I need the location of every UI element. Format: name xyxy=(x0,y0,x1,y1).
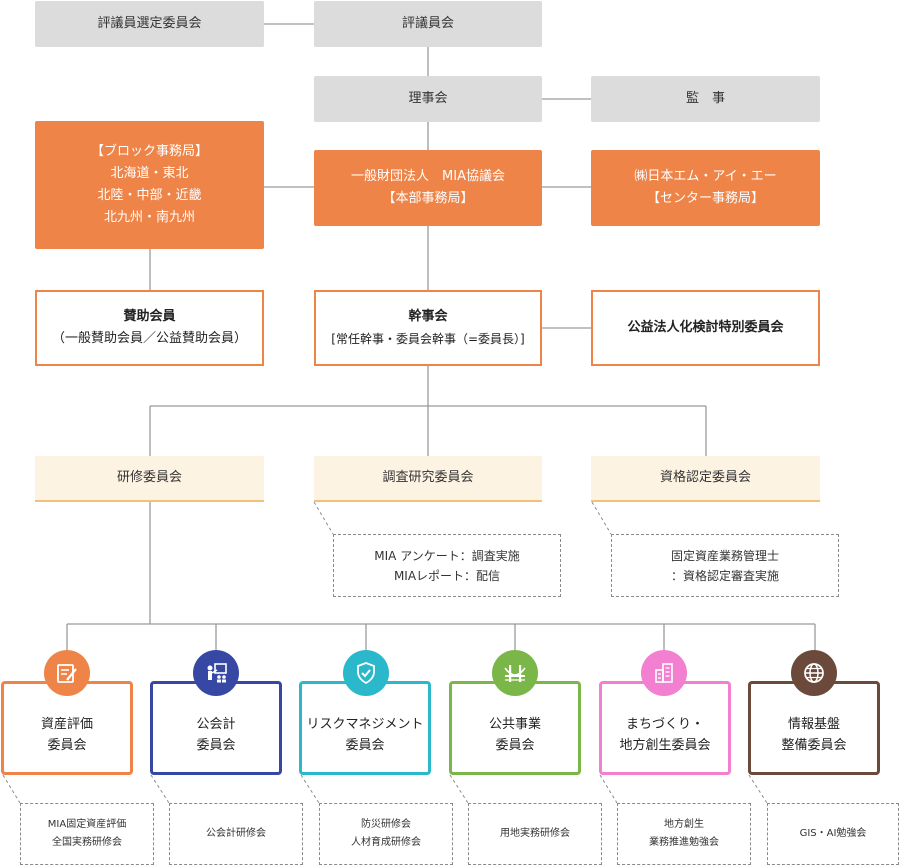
public-interest-committee-label: 公益法人化検討特別委員会 xyxy=(627,320,784,335)
block-office-line: 【ブロック事務局】 xyxy=(90,144,208,159)
asset-valuation-note-box: MIA固定資産評価 全国実務研修会 xyxy=(20,803,154,865)
research-committee-label: 調査研究委員会 xyxy=(382,470,474,485)
info-infrastructure-note-box: GIS・AI勉強会 xyxy=(767,803,899,865)
document-pen-icon xyxy=(44,650,90,696)
risk-management-committee-box: リスクマネジメント 委員会 xyxy=(299,681,431,775)
bridge-icon xyxy=(492,650,538,696)
research-committee-box: 調査研究委員会 xyxy=(314,456,542,502)
qualification-committee-box: 資格認定委員会 xyxy=(591,456,820,502)
note-line: 用地実務研修会 xyxy=(500,828,570,839)
note-line: 地方創生 xyxy=(664,819,704,830)
town-planning-note-box: 地方創生 業務推進勉強会 xyxy=(617,803,751,865)
selection-committee-box: 評議員選定委員会 xyxy=(35,1,264,47)
note-line: MIA固定資産評価 xyxy=(47,819,127,830)
training-committee-label: 研修委員会 xyxy=(116,470,182,485)
buildings-icon xyxy=(641,650,687,696)
qualification-committee-label: 資格認定委員会 xyxy=(659,470,751,485)
committee-label: 公会計 xyxy=(196,717,236,732)
public-works-note-box: 用地実務研修会 xyxy=(468,803,602,865)
note-line: 防災研修会 xyxy=(361,819,411,830)
board-label: 理事会 xyxy=(408,91,448,106)
committee-label: リスクマネジメント xyxy=(306,717,424,732)
committee-label: 資産評価 xyxy=(40,717,93,732)
public-interest-committee-box: 公益法人化検討特別委員会 xyxy=(591,290,820,366)
hq-line: 一般財団法人 MIA協議会 xyxy=(351,169,505,184)
town-planning-committee-box: まちづくり・ 地方創生委員会 xyxy=(599,681,731,775)
shield-check-icon xyxy=(343,650,389,696)
note-line: 公会計研修会 xyxy=(206,828,266,839)
committee-label: 委員会 xyxy=(47,738,87,753)
hq-box: 一般財団法人 MIA協議会 【本部事務局】 xyxy=(314,150,542,226)
center-line: 【センター事務局】 xyxy=(646,191,764,206)
qualification-note-box: 固定資産業務管理士 ：資格認定審査実施 xyxy=(611,534,839,597)
research-note-box: MIA アンケート：調査実施 MIAレポート：配信 xyxy=(333,534,561,597)
committee-label: 公共事業 xyxy=(488,717,541,732)
asset-valuation-committee-box: 資産評価 委員会 xyxy=(1,681,133,775)
note-line: 人材育成研修会 xyxy=(351,837,421,848)
note-line: 業務推進勉強会 xyxy=(649,837,719,848)
supporting-members-sub: （一般賛助会員／公益賛助会員） xyxy=(51,331,247,346)
block-office-line: 北陸・中部・近畿 xyxy=(97,188,202,203)
committee-label: 情報基盤 xyxy=(787,717,840,732)
risk-management-note-box: 防災研修会 人材育成研修会 xyxy=(319,803,453,865)
supporting-members-title: 賛助会員 xyxy=(123,309,176,324)
center-box: ㈱日本エム・アイ・エー 【センター事務局】 xyxy=(591,150,820,226)
research-note-line: MIA アンケート：調査実施 xyxy=(374,548,520,563)
committee-label: 地方創生委員会 xyxy=(619,738,711,753)
presentation-icon xyxy=(193,650,239,696)
info-infrastructure-committee-box: 情報基盤 整備委員会 xyxy=(748,681,880,775)
supporting-members-box: 賛助会員 （一般賛助会員／公益賛助会員） xyxy=(35,290,264,366)
block-office-line: 北九州・南九州 xyxy=(103,210,195,225)
board-box: 理事会 xyxy=(314,76,542,122)
council-box: 評議員会 xyxy=(314,1,542,47)
hq-line: 【本部事務局】 xyxy=(382,191,474,206)
training-committee-box: 研修委員会 xyxy=(35,456,264,502)
public-accounting-note-box: 公会計研修会 xyxy=(169,803,303,865)
committee-label: 整備委員会 xyxy=(781,738,847,753)
committee-label: まちづくり・ xyxy=(625,717,704,732)
auditor-box: 監 事 xyxy=(591,76,820,122)
secretariat-title: 幹事会 xyxy=(408,309,448,324)
council-label: 評議員会 xyxy=(401,16,454,31)
globe-icon xyxy=(791,650,837,696)
center-line: ㈱日本エム・アイ・エー xyxy=(634,169,777,184)
selection-committee-label: 評議員選定委員会 xyxy=(97,16,202,31)
research-note-line: MIAレポート：配信 xyxy=(393,568,501,583)
secretariat-sub: [常任幹事・委員会幹事（=委員長）] xyxy=(331,332,525,346)
block-office-box: 【ブロック事務局】 北海道・東北 北陸・中部・近畿 北九州・南九州 xyxy=(35,121,264,249)
committee-label: 委員会 xyxy=(495,738,535,753)
auditor-label: 監 事 xyxy=(685,91,725,106)
note-line: 全国実務研修会 xyxy=(52,837,122,848)
note-line: GIS・AI勉強会 xyxy=(799,828,867,839)
secretariat-box: 幹事会 [常任幹事・委員会幹事（=委員長）] xyxy=(314,290,542,366)
committee-label: 委員会 xyxy=(196,738,236,753)
qualification-note-line: 固定資産業務管理士 xyxy=(670,548,779,563)
qualification-note-line: ：資格認定審査実施 xyxy=(670,568,779,583)
committee-label: 委員会 xyxy=(345,738,385,753)
block-office-line: 北海道・東北 xyxy=(110,166,189,181)
